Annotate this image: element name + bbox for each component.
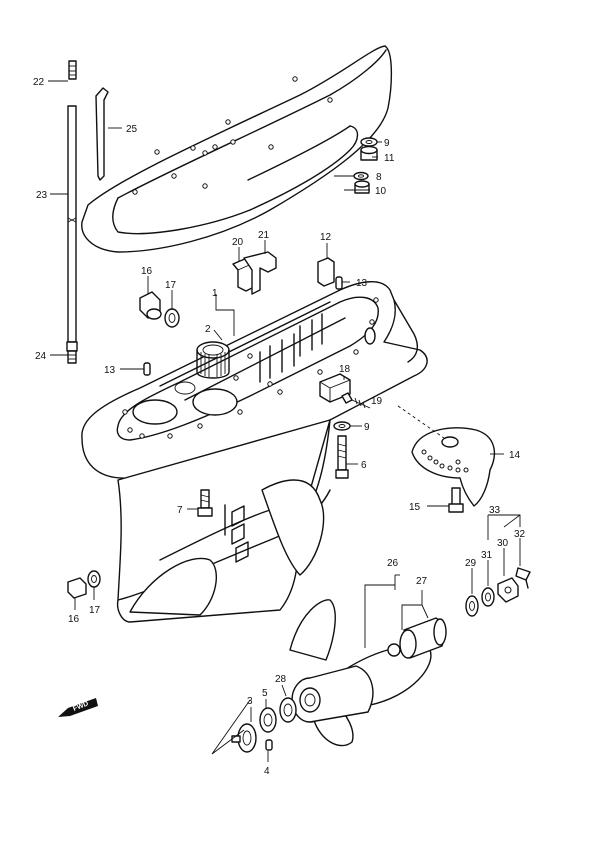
leader-lines: [48, 80, 521, 762]
trim-tab-14: [397, 405, 496, 507]
label-3: 3: [247, 696, 253, 707]
plug-16-top: [139, 291, 162, 320]
label-17-top: 17: [165, 280, 177, 291]
washer-9-top: [360, 137, 378, 147]
fitting-24: [66, 341, 78, 364]
label-28: 28: [275, 674, 287, 685]
label-11: 11: [384, 153, 395, 164]
block-12: [317, 257, 335, 287]
washer-8: [353, 171, 369, 181]
label-29: 29: [465, 558, 477, 569]
dowel-pin-13-top: [335, 276, 343, 290]
nut-11: [360, 145, 378, 161]
label-19: 19: [371, 396, 383, 407]
label-16-bottom: 16: [68, 614, 80, 625]
label-20: 20: [232, 237, 244, 248]
anode-strip-25: [95, 87, 109, 181]
gasket-17-top: [164, 308, 180, 328]
spacer-28: [279, 697, 297, 723]
label-4: 4: [264, 766, 270, 777]
label-21: 21: [258, 230, 270, 241]
nut-10: [354, 180, 370, 194]
fwd-arrow-icon: FWD: [58, 698, 98, 717]
cavitation-plate: [81, 45, 393, 253]
washer-9-mid: [333, 421, 351, 431]
stud-bolt-22: [68, 60, 77, 80]
bolt-6: [335, 435, 349, 479]
thrust-washer-3: [231, 723, 257, 753]
label-22: 22: [33, 77, 45, 88]
label-1: 1: [212, 288, 218, 299]
label-7: 7: [177, 505, 183, 516]
label-12: 12: [320, 232, 332, 243]
label-9-mid: 9: [364, 422, 370, 433]
washer-5: [259, 707, 277, 733]
label-18: 18: [339, 364, 351, 375]
nut-30: [497, 577, 519, 603]
label-24: 24: [35, 351, 47, 362]
pin-4: [265, 739, 273, 751]
label-9-top: 9: [384, 138, 390, 149]
gasket-17-bottom: [87, 570, 101, 588]
rod-23: [67, 105, 77, 343]
bolt-7: [197, 489, 213, 517]
bracket-21: [243, 251, 277, 295]
label-2: 2: [205, 324, 211, 335]
label-23: 23: [36, 190, 48, 201]
washer-31: [481, 587, 495, 607]
label-10: 10: [375, 186, 387, 197]
label-13-left: 13: [104, 365, 116, 376]
washer-29: [465, 595, 479, 617]
label-31: 31: [481, 550, 493, 561]
part-labels: 22 25 23 24 9 11 8 10 16 17 20 21 12 13 …: [33, 77, 526, 777]
label-15: 15: [409, 502, 421, 513]
label-17-bottom: 17: [89, 605, 101, 616]
dowel-pin-13-left: [143, 362, 151, 376]
label-14: 14: [509, 450, 521, 461]
label-25: 25: [126, 124, 138, 135]
label-16-top: 16: [141, 266, 153, 277]
label-26: 26: [387, 558, 399, 569]
label-5: 5: [262, 688, 268, 699]
plug-16-bottom: [67, 577, 87, 599]
bolt-15: [448, 487, 464, 513]
label-27: 27: [416, 576, 428, 587]
label-33: 33: [489, 505, 501, 516]
label-30: 30: [497, 538, 509, 549]
label-32: 32: [514, 529, 526, 540]
bushing-27: [387, 617, 447, 659]
propeller: [289, 599, 432, 747]
gear-case: [81, 281, 428, 623]
label-13-top: 13: [356, 278, 368, 289]
label-6: 6: [361, 460, 367, 471]
screw-19: [341, 392, 371, 409]
label-8: 8: [376, 172, 382, 183]
cotter-pin-32: [515, 567, 531, 589]
